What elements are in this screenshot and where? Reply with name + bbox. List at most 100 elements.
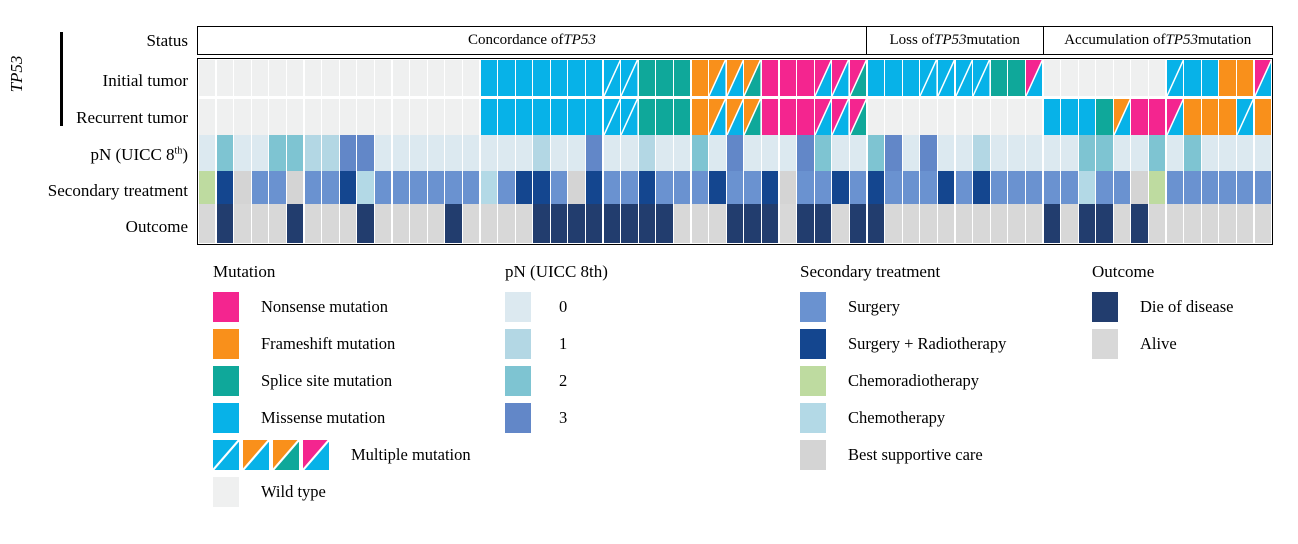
outcome-cell [832,204,849,243]
outcome-cell [1025,204,1043,243]
initial-tumor-cell [1096,60,1113,96]
legend-label: Alive [1140,333,1177,353]
secondary-treatment-cell [462,171,480,204]
initial-tumor-cell [955,60,972,96]
recurrent-tumor-cell [1061,99,1078,135]
pn-cell [1219,135,1236,171]
secondary-treatment-cell [586,171,603,204]
initial-tumor-cell [1078,60,1096,96]
outcome-cell [515,204,533,243]
outcome-cell [216,204,233,243]
recurrent-tumor-cell [550,99,568,135]
recurrent-tumor-cell [374,99,392,135]
outcome-cell [251,204,269,243]
legend-title-secondary: Secondary treatment [800,262,941,281]
recurrent-tumor-cell [1131,99,1148,135]
legend-item: Missense mutation [213,399,471,436]
legend-item: Splice site mutation [213,362,471,399]
secondary-treatment-cell [286,171,304,204]
pn-cell [885,135,902,171]
recurrent-tumor-cell [832,99,849,135]
secondary-treatment-cell [937,171,955,204]
outcome-cell [568,204,585,243]
secondary-treatment-cell [691,171,709,204]
outcome-cell [1201,204,1219,243]
initial-tumor-cell [937,60,955,96]
initial-tumor-cell [691,60,709,96]
initial-tumor-cell [515,60,533,96]
recurrent-tumor-cell [656,99,673,135]
secondary-treatment-cell [322,171,339,204]
pn-cell [1043,135,1060,171]
pn-cell [744,135,761,171]
secondary-treatment-cell [638,171,656,204]
recurrent-tumor-cell [849,99,867,135]
pn-cell [691,135,709,171]
legend-swatch-multi-3 [303,439,329,470]
legend-label: Surgery [848,296,900,316]
legend-item: 1 [505,325,608,362]
row-label-status: Status [146,31,188,50]
legend-swatch-pn2 [505,365,531,396]
row-label-secondary: Secondary treatment [47,181,188,200]
legend-swatch-multi-1 [243,439,269,470]
recurrent-tumor-cell [1166,99,1184,135]
row-label-recurrent: Recurrent tumor [76,108,188,127]
pn-cell [1008,135,1025,171]
initial-tumor-cell [867,60,884,96]
initial-tumor-cell [832,60,849,96]
recurrent-tumor-cell [1025,99,1043,135]
legend-swatch-surgery [800,291,826,322]
outcome-cell [1096,204,1113,243]
secondary-treatment-cell [1043,171,1060,204]
secondary-treatment-cell [955,171,972,204]
outcome-cell [779,204,796,243]
initial-tumor-cell [656,60,673,96]
recurrent-tumor-cell [603,99,621,135]
outcome-cell [937,204,955,243]
initial-tumor-cell [1061,60,1078,96]
recurrent-tumor-cell [322,99,339,135]
pn-cell [410,135,427,171]
row-recurrent-tumor [199,99,1272,135]
recurrent-tumor-cell [621,99,638,135]
pn-cell [480,135,497,171]
pn-cell [603,135,621,171]
recurrent-tumor-cell [234,99,251,135]
recurrent-tumor-cell [762,99,779,135]
initial-tumor-cell [1254,60,1272,96]
secondary-treatment-cell [410,171,427,204]
initial-tumor-cell [779,60,796,96]
recurrent-tumor-cell [867,99,884,135]
pn-cell [286,135,304,171]
row-pn [199,135,1272,171]
initial-tumor-cell [304,60,321,96]
secondary-treatment-cell [973,171,990,204]
pn-cell [867,135,884,171]
outcome-cell [797,204,814,243]
recurrent-tumor-cell [480,99,497,135]
secondary-treatment-cell [1078,171,1096,204]
secondary-treatment-cell [251,171,269,204]
initial-tumor-cell [674,60,691,96]
pn-cell [902,135,920,171]
recurrent-tumor-cell [568,99,585,135]
legend-label: Best supportive care [848,444,983,464]
pn-cell [1061,135,1078,171]
pn-cell [216,135,233,171]
pn-cell [1113,135,1131,171]
secondary-treatment-cell [498,171,515,204]
outcome-cell [709,204,726,243]
secondary-treatment-cell [269,171,286,204]
secondary-treatment-cell [1131,171,1148,204]
secondary-treatment-cell [902,171,920,204]
legend-swatch-surgery_radio [800,328,826,359]
secondary-treatment-cell [304,171,321,204]
initial-tumor-cell [849,60,867,96]
legend-item: Best supportive care [800,436,1006,473]
recurrent-tumor-cell [216,99,233,135]
pn-cell [937,135,955,171]
outcome-cell [498,204,515,243]
